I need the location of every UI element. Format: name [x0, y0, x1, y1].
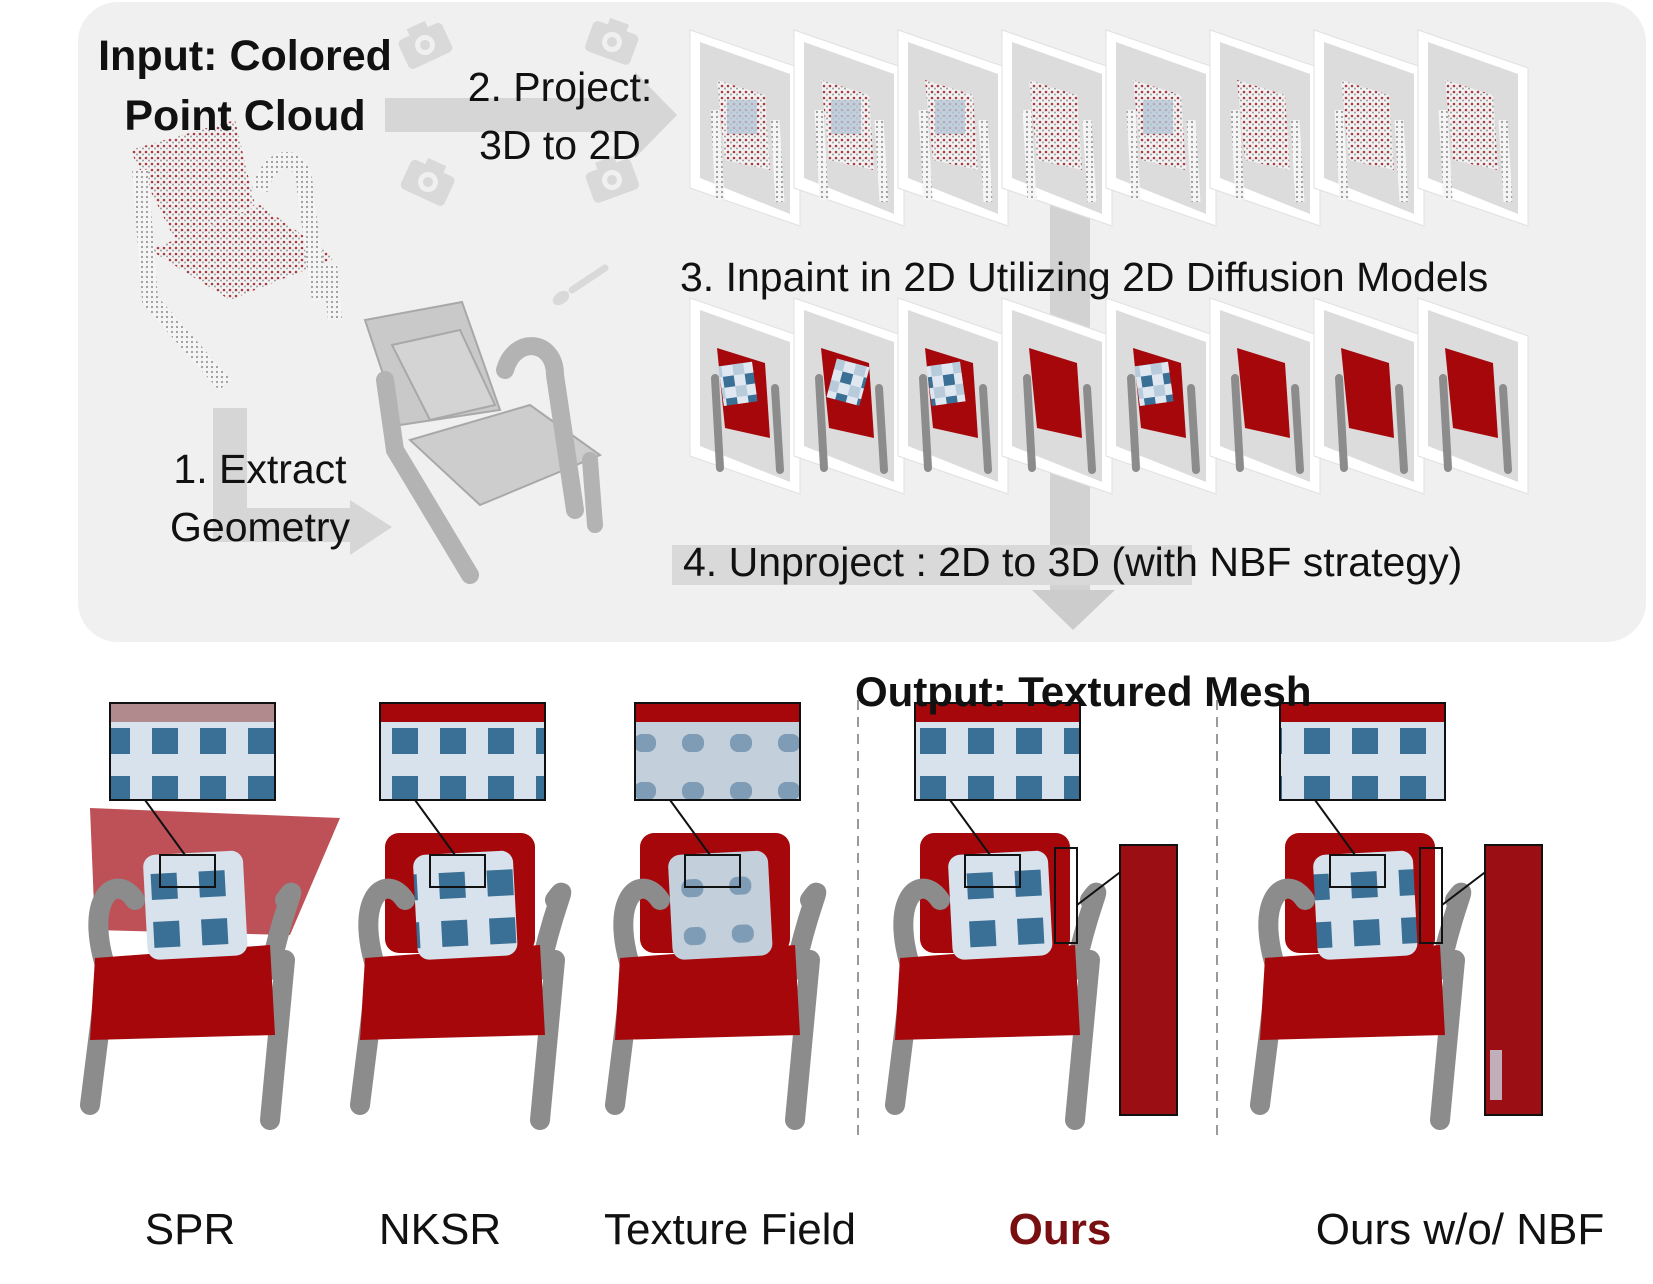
- extract-arrow: [213, 408, 355, 542]
- method-label-ours-no-nbf: Ours w/o/ NBF: [1315, 1205, 1605, 1254]
- output-arrow-head: [1032, 590, 1115, 630]
- method-label-texture-field: Texture Field: [604, 1205, 856, 1254]
- project-arrow: [385, 72, 677, 158]
- projected-view-tile: [897, 29, 1009, 227]
- input-title: Input: Colored Point Cloud: [95, 26, 395, 146]
- result-chair: [1250, 702, 1543, 1130]
- projected-view-tile: [793, 29, 905, 227]
- inpainted-view-tile: [1105, 297, 1217, 495]
- input-title-line1: Input: Colored: [98, 32, 392, 80]
- inpainted-view-tile: [1417, 297, 1529, 495]
- step-extract-line1: 1. Extract: [173, 446, 347, 492]
- method-label-spr: SPR: [144, 1205, 236, 1254]
- inpainted-view-tile: [1209, 297, 1321, 495]
- inpainted-view-tile: [1313, 297, 1425, 495]
- result-chair: [605, 702, 827, 1130]
- step-unproject: 4. Unproject : 2D to 3D (with NBF strate…: [683, 539, 1463, 585]
- step-project-line1: 2. Project:: [467, 64, 653, 110]
- projected-view-tile: [689, 29, 801, 227]
- output-title: Output: Textured Mesh: [855, 668, 1312, 715]
- projected-view-tile: [1313, 29, 1425, 227]
- inpainted-view-tile: [793, 297, 905, 495]
- unproject-arrow-band: [672, 545, 1192, 585]
- result-chair: [885, 702, 1178, 1130]
- projected-view-tile: [1209, 29, 1321, 227]
- extracted-mesh-chair: [363, 300, 603, 584]
- inpainted-views-row: [689, 297, 1529, 495]
- result-chairs: [80, 702, 1543, 1130]
- method-label-ours: Ours: [1008, 1205, 1112, 1254]
- step-project-line2: 3D to 2D: [479, 122, 641, 168]
- step-extract-line2: Geometry: [170, 504, 350, 550]
- step-extract: 1. Extract Geometry: [140, 440, 380, 556]
- camera-icon: [398, 17, 639, 206]
- result-chair: [350, 702, 572, 1130]
- step-project: 2. Project: 3D to 2D: [440, 58, 680, 174]
- input-title-line2: Point Cloud: [124, 92, 366, 140]
- projected-view-tile: [1417, 29, 1529, 227]
- step-inpaint: 3. Inpaint in 2D Utilizing 2D Diffusion …: [680, 254, 1489, 300]
- inpainted-view-tile: [897, 297, 1009, 495]
- projected-view-tile: [1105, 29, 1217, 227]
- method-label-nksr: NKSR: [378, 1205, 502, 1254]
- point-cloud-chair: [130, 120, 342, 391]
- inpainted-view-tile: [1001, 297, 1113, 495]
- projected-view-tile: [1001, 29, 1113, 227]
- result-chair: [80, 702, 340, 1130]
- inpainted-view-tile: [689, 297, 801, 495]
- projected-views-row: [689, 29, 1529, 227]
- brush-icon: [552, 264, 609, 306]
